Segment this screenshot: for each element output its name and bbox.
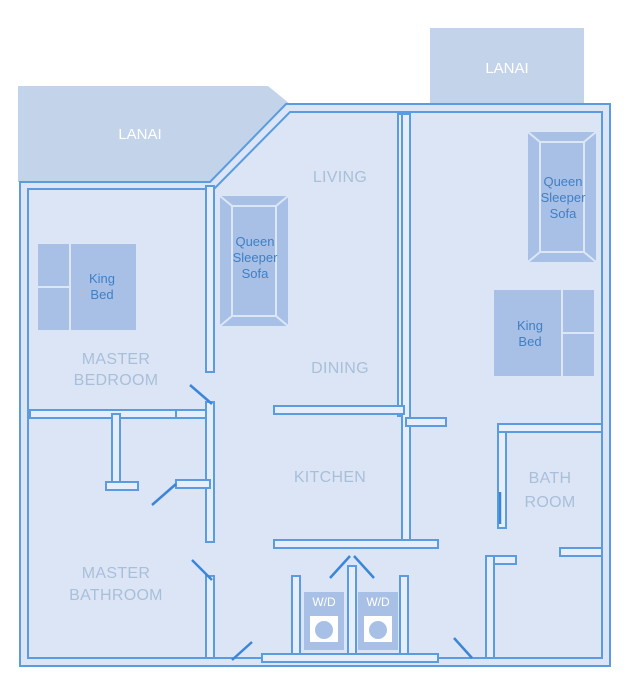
room-living-label: LIVING xyxy=(313,169,367,186)
room-master-bedroom-line2: BEDROOM xyxy=(74,372,159,389)
king-bed-left-line2: Bed xyxy=(90,287,113,302)
room-dining-label: DINING xyxy=(311,360,369,377)
sofa-center-line1: Queen xyxy=(235,234,274,249)
lanai-right-label: LANAI xyxy=(485,60,528,77)
doors xyxy=(151,384,502,661)
washer-dryer-1: W/D xyxy=(304,592,344,650)
king-bed-left: King Bed xyxy=(38,244,136,330)
unit-floor xyxy=(20,104,610,666)
sofa-right-line1: Queen xyxy=(543,174,582,189)
washer-dryer-2-label: W/D xyxy=(366,595,390,609)
sofa-right: Queen Sleeper Sofa xyxy=(527,131,597,263)
room-master-bathroom-line2: BATHROOM xyxy=(69,587,163,604)
lanai-right xyxy=(430,28,584,104)
king-bed-left-line1: King xyxy=(89,271,115,286)
sofa-right-line3: Sofa xyxy=(550,206,578,221)
king-bed-right-line2: Bed xyxy=(518,334,541,349)
king-bed-right-line1: King xyxy=(517,318,543,333)
sofa-center-line2: Sleeper xyxy=(233,250,278,265)
sofa-right-line2: Sleeper xyxy=(541,190,586,205)
sofa-center-line3: Sofa xyxy=(242,266,270,281)
lanai-left xyxy=(18,86,290,182)
lanai-left-label: LANAI xyxy=(118,126,161,143)
king-bed-right: King Bed xyxy=(494,290,594,376)
washer-dryer-1-label: W/D xyxy=(312,595,336,609)
room-bath-line1: BATH xyxy=(529,470,572,487)
room-bath-line2: ROOM xyxy=(525,494,576,511)
room-master-bedroom-line1: MASTER xyxy=(82,351,150,368)
room-master-bathroom-line1: MASTER xyxy=(82,565,150,582)
sofa-center: Queen Sleeper Sofa xyxy=(219,195,289,327)
interior-walls xyxy=(29,113,603,663)
washer-dryer-2: W/D xyxy=(358,592,398,650)
room-kitchen-label: KITCHEN xyxy=(294,469,366,486)
